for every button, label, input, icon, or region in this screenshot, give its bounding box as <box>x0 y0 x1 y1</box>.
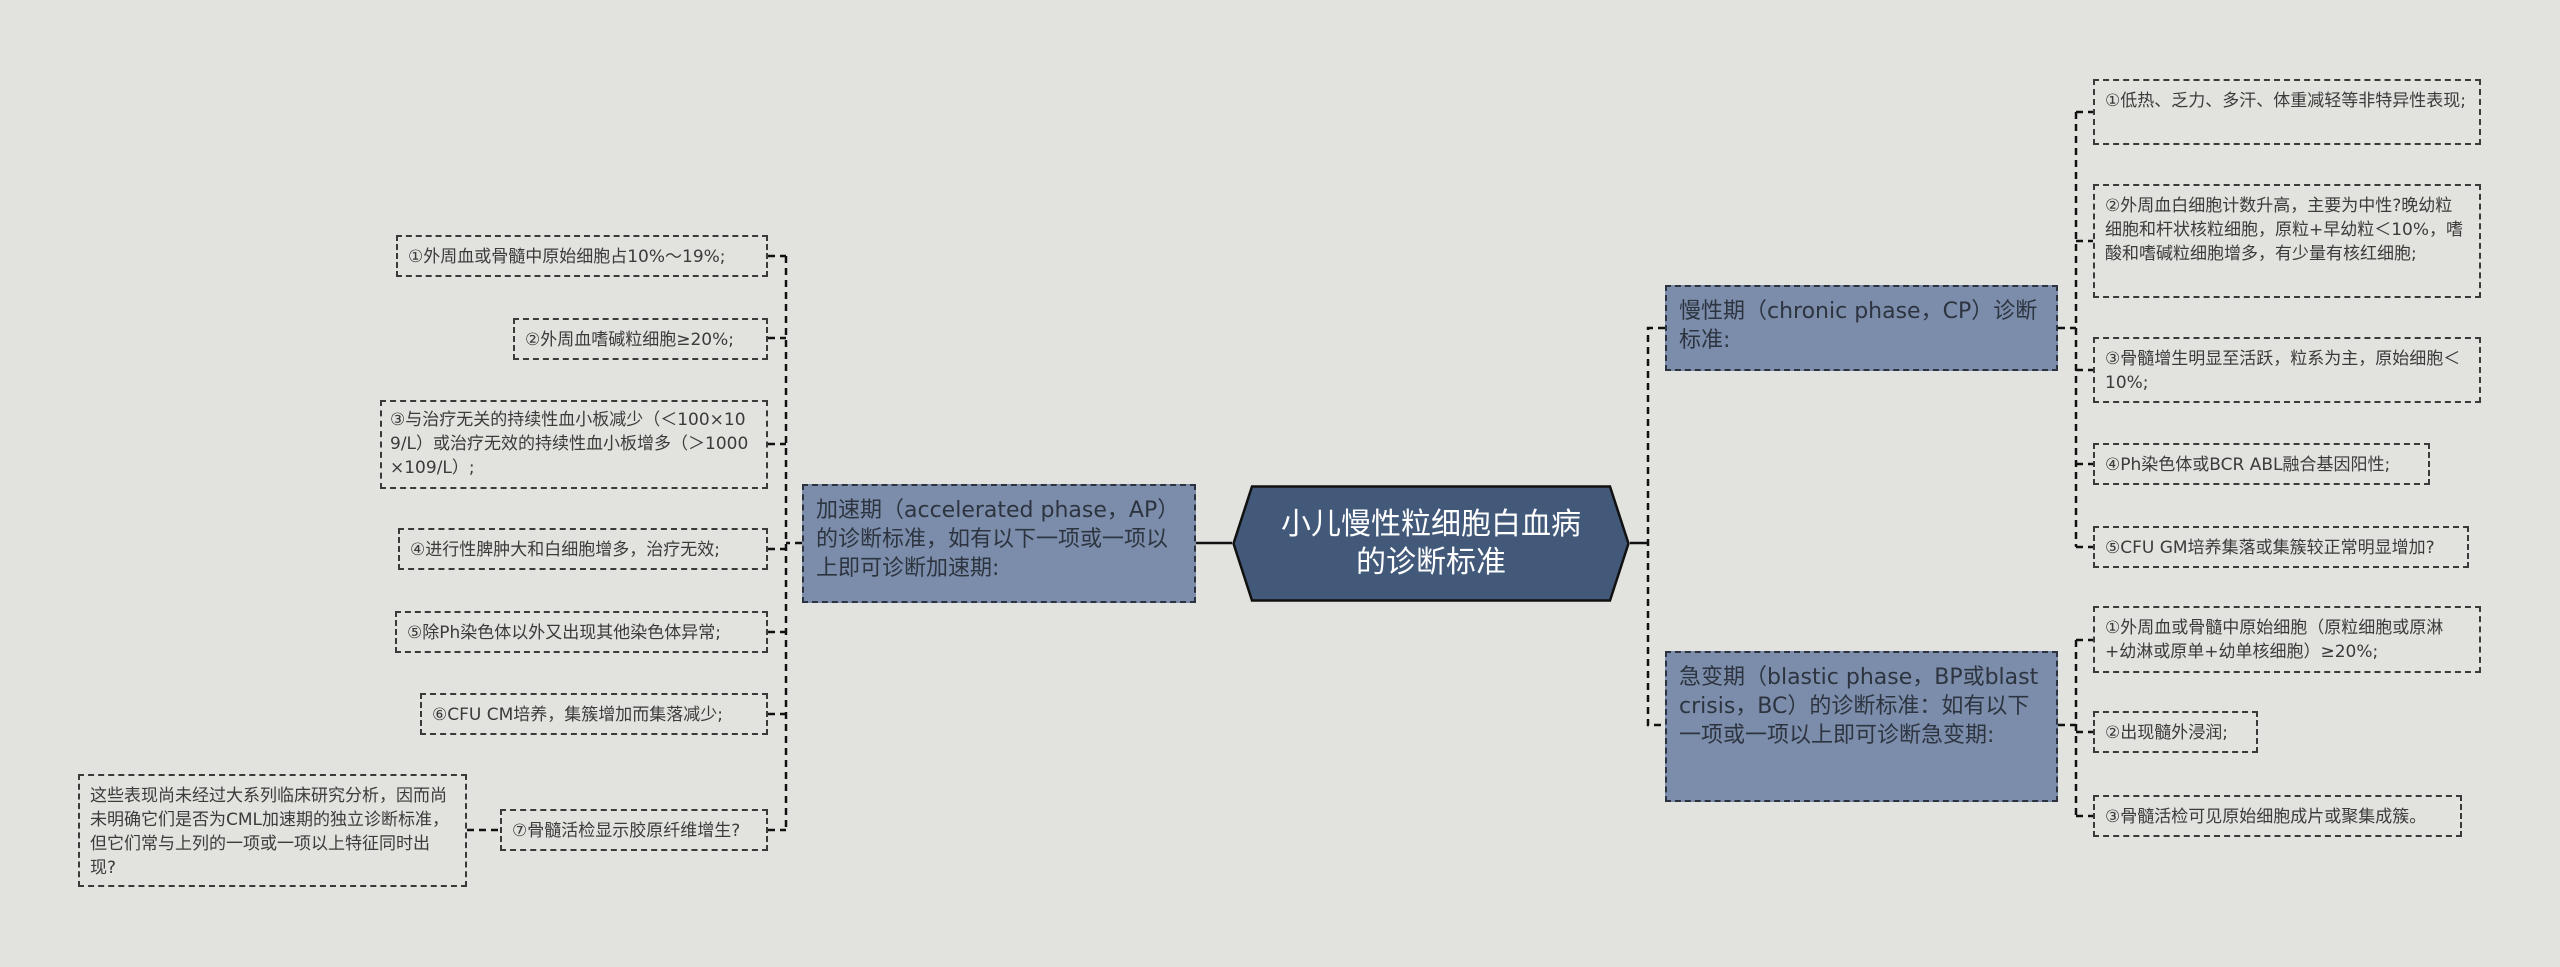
cp-criterion-4[interactable]: ④Ph染色体或BCR ABL融合基因阳性; <box>2093 443 2430 485</box>
bp-criterion-2[interactable]: ②出现髓外浸润; <box>2093 711 2258 753</box>
bp-criterion-3-text: ③骨髓活检可见原始细胞成片或聚集成簇。 <box>2105 807 2427 827</box>
cp-criterion-4-text: ④Ph染色体或BCR ABL融合基因阳性; <box>2105 455 2391 475</box>
ap-criterion-5[interactable]: ⑤除Ph染色体以外又出现其他染色体异常; <box>395 611 768 653</box>
bp-criterion-3[interactable]: ③骨髓活检可见原始细胞成片或聚集成簇。 <box>2093 795 2462 837</box>
bp-criterion-1-text: ①外周血或骨髓中原始细胞（原粒细胞或原淋+幼淋或原单+幼单核细胞）≥20%; <box>2105 618 2444 662</box>
ap-criterion-4-text: ④进行性脾肿大和白细胞增多，治疗无效; <box>410 540 720 560</box>
branch-accelerated-phase[interactable]: 加速期（accelerated phase，AP）的诊断标准，如有以下一项或一项… <box>802 484 1196 603</box>
cp-criterion-1-text: ①低热、乏力、多汗、体重减轻等非特异性表现; <box>2105 91 2466 111</box>
ap-criterion-3[interactable]: ③与治疗无关的持续性血小板减少（＜100×109/L）或治疗无效的持续性血小板增… <box>380 400 768 489</box>
ap-criterion-7[interactable]: ⑦骨髓活检显示胶原纤维增生? <box>500 809 768 851</box>
ap-criterion-6-text: ⑥CFU CM培养，集簇增加而集落减少; <box>432 705 723 725</box>
ap-criterion-1[interactable]: ①外周血或骨髓中原始细胞占10%～19%; <box>396 235 768 277</box>
cp-criterion-5[interactable]: ⑤CFU GM培养集落或集簇较正常明显增加? <box>2093 526 2469 568</box>
cp-criterion-3-text: ③骨髓增生明显至活跃，粒系为主，原始细胞＜10%; <box>2105 349 2461 393</box>
branch-accelerated-label: 加速期（accelerated phase，AP）的诊断标准，如有以下一项或一项… <box>816 498 1180 581</box>
cp-criterion-1[interactable]: ①低热、乏力、多汗、体重减轻等非特异性表现; <box>2093 79 2481 145</box>
ap-criterion-2-text: ②外周血嗜碱粒细胞≥20%; <box>525 330 734 350</box>
bp-criterion-2-text: ②出现髓外浸润; <box>2105 723 2228 743</box>
central-topic-title: 小儿慢性粒细胞白血病的诊断标准 <box>1281 506 1581 580</box>
ap-criterion-6[interactable]: ⑥CFU CM培养，集簇增加而集落减少; <box>420 693 768 735</box>
ap-criterion-2[interactable]: ②外周血嗜碱粒细胞≥20%; <box>513 318 768 360</box>
branch-blastic-label: 急变期（blastic phase，BP或blast crisis，BC）的诊断… <box>1679 665 2039 748</box>
hexagon-shape <box>1232 485 1630 602</box>
ap-criterion-1-text: ①外周血或骨髓中原始细胞占10%～19%; <box>408 247 726 267</box>
cp-criterion-3[interactable]: ③骨髓增生明显至活跃，粒系为主，原始细胞＜10%; <box>2093 337 2481 403</box>
ap-criterion-7-text: ⑦骨髓活检显示胶原纤维增生? <box>512 821 741 841</box>
ap-criterion-7-note[interactable]: 这些表现尚未经过大系列临床研究分析，因而尚未明确它们是否为CML加速期的独立诊断… <box>78 774 467 887</box>
ap-criterion-3-text: ③与治疗无关的持续性血小板减少（＜100×109/L）或治疗无效的持续性血小板增… <box>390 410 749 478</box>
cp-criterion-5-text: ⑤CFU GM培养集落或集簇较正常明显增加? <box>2105 538 2435 558</box>
branch-chronic-phase[interactable]: 慢性期（chronic phase，CP）诊断标准: <box>1665 285 2058 371</box>
ap-note-text: 这些表现尚未经过大系列临床研究分析，因而尚未明确它们是否为CML加速期的独立诊断… <box>90 786 450 878</box>
ap-criterion-4[interactable]: ④进行性脾肿大和白细胞增多，治疗无效; <box>398 528 768 570</box>
branch-chronic-label: 慢性期（chronic phase，CP）诊断标准: <box>1679 299 2038 353</box>
central-topic[interactable]: 小儿慢性粒细胞白血病的诊断标准 <box>1232 485 1630 602</box>
cp-criterion-2-text: ②外周血白细胞计数升高，主要为中性?晚幼粒细胞和杆状核粒细胞，原粒+早幼粒＜10… <box>2105 196 2464 264</box>
branch-blastic-phase[interactable]: 急变期（blastic phase，BP或blast crisis，BC）的诊断… <box>1665 651 2058 802</box>
ap-criterion-5-text: ⑤除Ph染色体以外又出现其他染色体异常; <box>407 623 721 643</box>
cp-criterion-2[interactable]: ②外周血白细胞计数升高，主要为中性?晚幼粒细胞和杆状核粒细胞，原粒+早幼粒＜10… <box>2093 184 2481 298</box>
bp-criterion-1[interactable]: ①外周血或骨髓中原始细胞（原粒细胞或原淋+幼淋或原单+幼单核细胞）≥20%; <box>2093 606 2481 673</box>
